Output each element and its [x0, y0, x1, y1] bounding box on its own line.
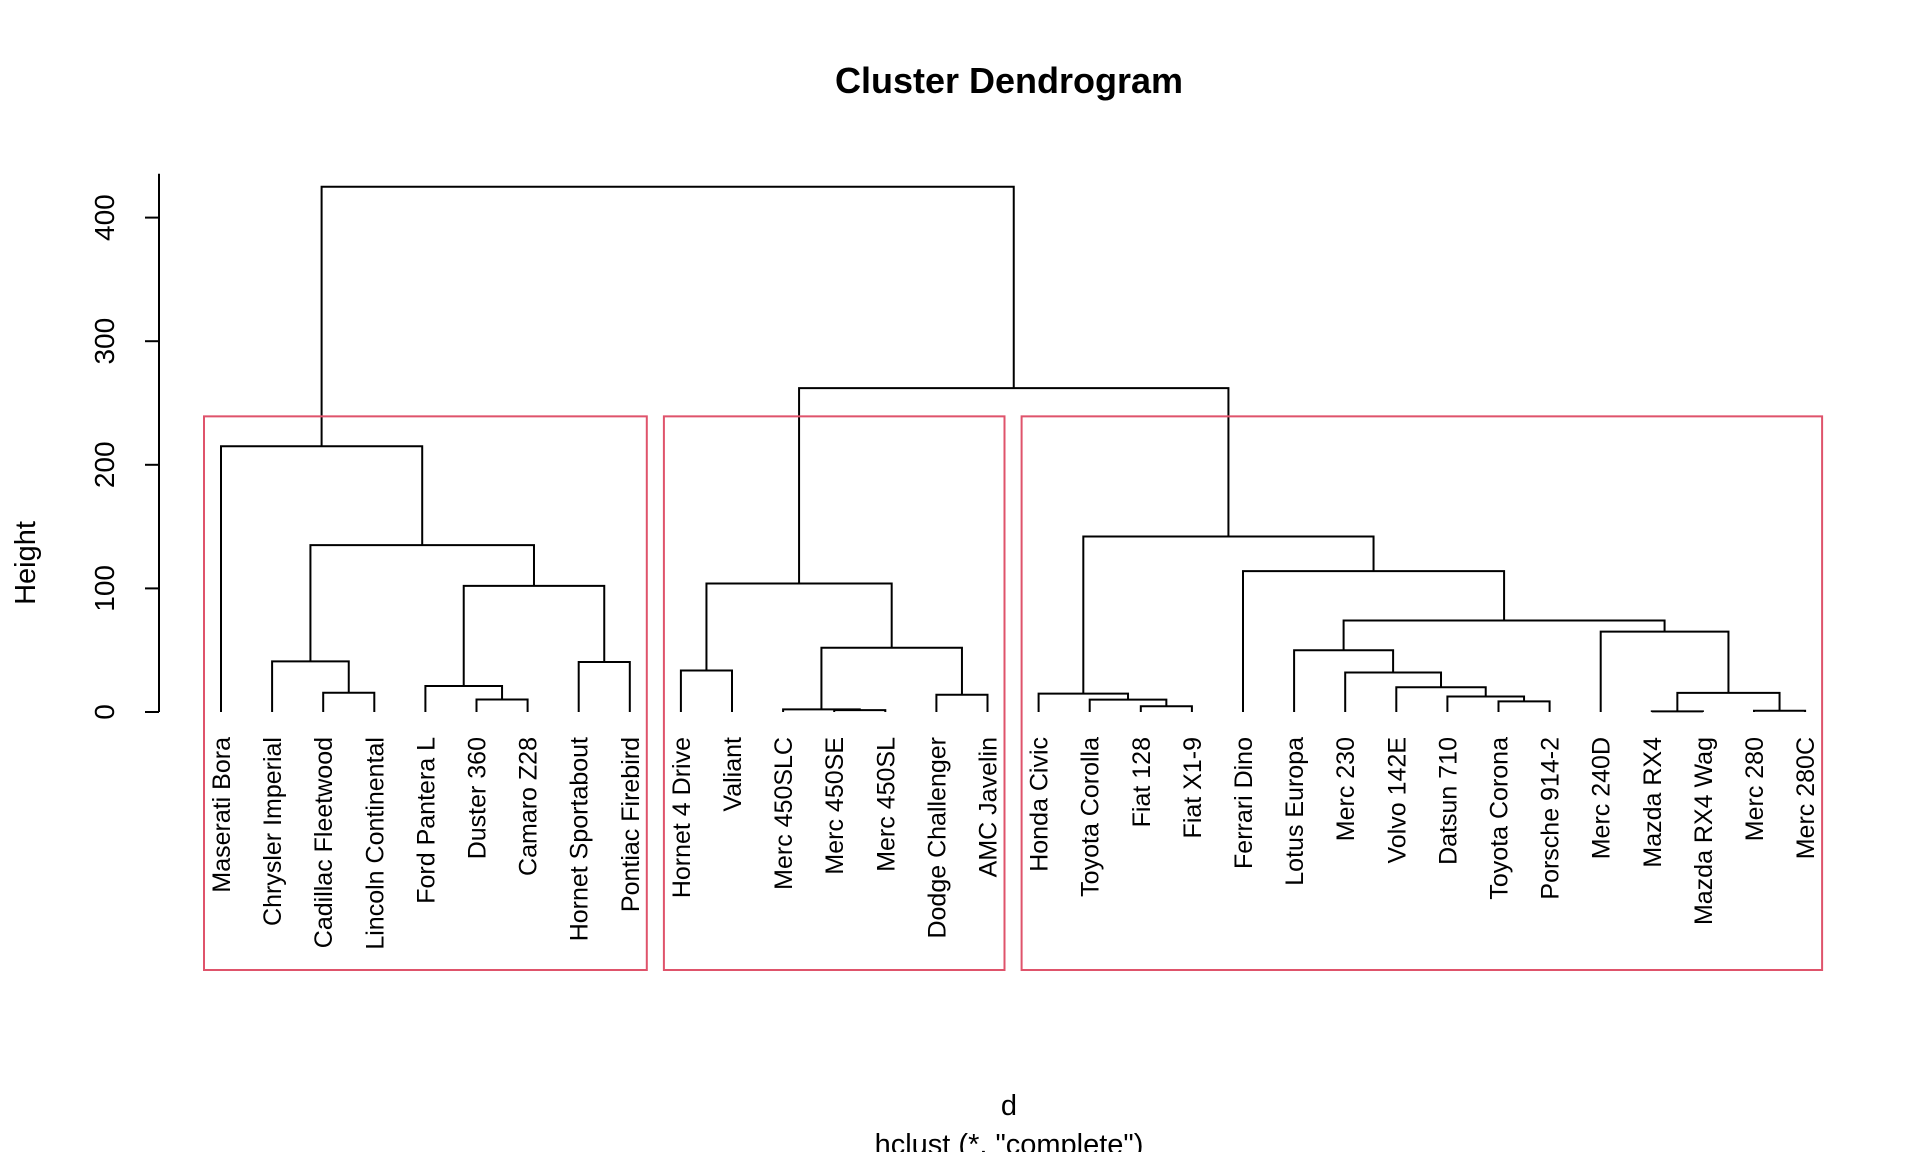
leaf-label: Fiat 128: [1128, 737, 1156, 827]
merge-link: [935, 693, 989, 712]
y-tick-label: 0: [89, 704, 120, 720]
y-tick-label: 400: [89, 194, 120, 241]
leaf-label: Mazda RX4: [1639, 737, 1667, 868]
leaf-label: Merc 230: [1332, 737, 1360, 841]
merge-link: [309, 544, 535, 662]
leaf-label: Toyota Corolla: [1077, 737, 1105, 897]
cluster-box: [203, 415, 648, 971]
y-tick-label: 300: [89, 318, 120, 365]
merge-link: [1395, 686, 1487, 712]
leaf-label: Merc 450SL: [872, 737, 900, 872]
leaf-label: Merc 450SE: [821, 737, 849, 875]
merge-link: [1497, 700, 1551, 712]
chart-subtitle: hclust (*, "complete"): [875, 1129, 1144, 1152]
merge-link: [1650, 710, 1704, 713]
merge-link: [475, 698, 529, 712]
leaf-label: Merc 450SLC: [770, 737, 798, 890]
merge-link: [1293, 649, 1395, 712]
merge-link: [1446, 695, 1526, 712]
y-axis: 0 100 200 300 400: [89, 173, 160, 720]
leaf-label: Porsche 914-2: [1537, 737, 1565, 900]
merge-link: [1342, 619, 1666, 651]
merge-link: [1344, 671, 1443, 712]
leaf-label: Merc 240D: [1588, 737, 1616, 859]
merge-link: [1082, 535, 1375, 694]
leaf-label: Ford Pantera L: [412, 737, 440, 904]
leaf-label: Honda Civic: [1026, 737, 1054, 872]
y-axis-label: Height: [10, 521, 42, 605]
leaf-label: Valiant: [719, 737, 747, 812]
merge-link: [1676, 691, 1781, 712]
merge-link: [322, 691, 376, 712]
dendrogram-tree: [220, 185, 1807, 713]
cluster-box: [1020, 415, 1824, 971]
merge-link: [462, 584, 606, 687]
leaf-label: Fiat X1-9: [1179, 737, 1207, 838]
leaf-label: Dodge Challenger: [923, 737, 951, 939]
leaf-label: Hornet Sportabout: [566, 737, 594, 941]
leaf-label: Volvo 142E: [1383, 737, 1411, 864]
leaf-label: Pontiac Firebird: [617, 737, 645, 912]
cluster-box: [662, 415, 1006, 971]
merge-link: [820, 646, 963, 710]
merge-link: [577, 660, 631, 712]
merge-link: [1599, 630, 1730, 712]
leaf-label: Merc 280C: [1792, 737, 1820, 859]
y-tick-label: 200: [89, 441, 120, 488]
x-axis-label: d: [1001, 1090, 1017, 1122]
merge-link: [271, 660, 350, 712]
cluster-boxes: [203, 415, 1824, 971]
merge-link: [833, 709, 887, 712]
merge-link: [1753, 709, 1807, 712]
merge-link: [705, 582, 893, 671]
leaf-label: Toyota Corona: [1486, 737, 1514, 900]
merge-link: [679, 669, 733, 712]
leaf-label: Duster 360: [464, 737, 492, 859]
leaf-label: Cadillac Fleetwood: [310, 737, 338, 948]
leaf-label: Chrysler Imperial: [259, 737, 287, 926]
leaf-label: Hornet 4 Drive: [668, 737, 696, 898]
leaf-label: Datsun 710: [1434, 737, 1462, 865]
merge-link: [220, 445, 424, 712]
merge-link: [798, 387, 1230, 584]
leaf-label: AMC Javelin: [975, 737, 1003, 877]
merge-link: [1139, 705, 1193, 712]
leaf-label: Lincoln Continental: [361, 737, 389, 950]
merge-link: [1242, 570, 1506, 712]
merge-link: [1037, 692, 1130, 712]
leaf-label: Camaro Z28: [515, 737, 543, 876]
merge-link: [320, 185, 1015, 447]
chart-title: Cluster Dendrogram: [835, 60, 1183, 101]
y-tick-label: 100: [89, 565, 120, 612]
leaf-label: Merc 280: [1741, 737, 1769, 841]
leaf-labels: Maserati Bora Chrysler Imperial Cadillac F…: [208, 737, 1820, 950]
leaf-label: Mazda RX4 Wag: [1690, 737, 1718, 925]
leaf-label: Lotus Europa: [1281, 737, 1309, 886]
leaf-label: Maserati Bora: [208, 737, 236, 893]
leaf-label: Ferrari Dino: [1230, 737, 1258, 869]
